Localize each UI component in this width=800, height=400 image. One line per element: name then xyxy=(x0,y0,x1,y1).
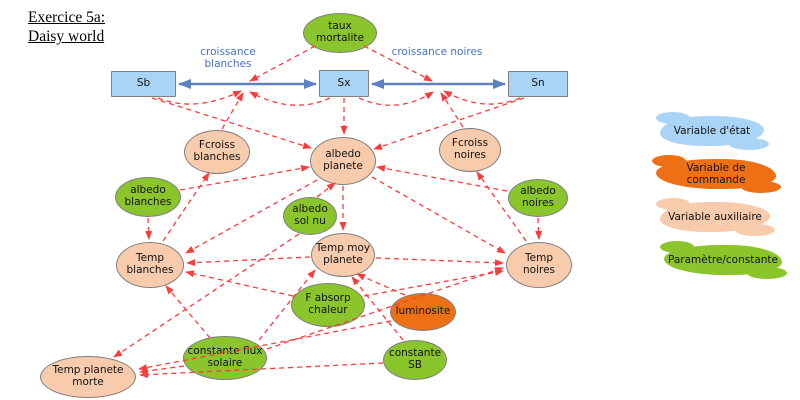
node-sn: Sn xyxy=(508,71,568,97)
node-temp-moy-planete: Temp moy planete xyxy=(311,233,375,277)
node-luminosite: luminosite xyxy=(390,293,456,331)
legend-label: Paramètre/constante xyxy=(667,254,779,266)
edge-albedo-noires-temp-noires xyxy=(535,217,543,240)
node-fcroiss-noires: Fcroiss noires xyxy=(439,128,501,172)
edge-f-absorp-temp-noires xyxy=(363,268,504,297)
legend: Variable d'état Variable de commande Var… xyxy=(652,112,800,288)
edge-constante-flux-temp-planete-morte xyxy=(139,365,185,375)
cloud-bump-icon xyxy=(729,138,769,150)
node-albedo-noires: albedo noires xyxy=(508,179,568,217)
cloud-bump-icon xyxy=(656,198,690,210)
node-label: albedo planete xyxy=(323,148,363,172)
node-label: albedo blanches xyxy=(124,184,172,208)
node-temp-noires: Temp noires xyxy=(506,242,572,288)
edge-albedo-planete-temp-noires xyxy=(371,176,506,254)
node-sx: Sx xyxy=(319,70,369,97)
node-label: constante flux solaire xyxy=(187,345,263,369)
legend-parametre-constante: Paramètre/constante xyxy=(660,241,787,279)
node-label: Sn xyxy=(531,77,545,90)
node-label: albedo noires xyxy=(520,185,556,209)
cloud-bump-icon xyxy=(656,112,690,124)
node-label: Temp blanches xyxy=(126,252,174,276)
edge-luminosite-temp-moy xyxy=(356,273,406,296)
edge-fcroiss-blanches-croissance-blanches xyxy=(221,92,244,130)
node-albedo-planete: albedo planete xyxy=(310,137,376,185)
page-title: Exercice 5a: Daisy world xyxy=(28,8,105,47)
node-label: constante SB xyxy=(388,347,442,371)
legend-variable-auxiliaire: Variable auxiliaire xyxy=(656,198,775,236)
edge-sx-croissance-noires xyxy=(358,91,434,106)
edge-fcroiss-noires-croissance-noires xyxy=(440,92,464,128)
node-label: albedo sol nu xyxy=(292,203,328,227)
node-taux-mortalite: taux mortalite xyxy=(303,13,377,53)
node-label: taux mortalite xyxy=(316,20,364,44)
legend-label: Variable auxiliaire xyxy=(668,211,762,223)
title-line-2: Daisy world xyxy=(28,28,105,46)
node-label: luminosite xyxy=(395,305,451,318)
node-label: Fcroiss noires xyxy=(451,137,489,161)
node-label: Sx xyxy=(337,76,351,89)
node-temp-planete-morte: Temp planete morte xyxy=(40,356,136,398)
cloud-bump-icon xyxy=(747,267,787,279)
node-f-absorp-chaleur: F absorp chaleur xyxy=(291,283,365,327)
edge-albedo-noires-albedo-planete xyxy=(376,165,508,192)
cloud-bump-icon xyxy=(660,241,694,253)
edge-f-absorp-temp-blanches xyxy=(185,270,294,297)
node-temp-blanches: Temp blanches xyxy=(116,242,184,288)
node-albedo-blanches: albedo blanches xyxy=(115,177,181,217)
edge-constante-flux-temp-blanches xyxy=(165,285,211,339)
legend-label: Variable d'état xyxy=(673,125,751,137)
edge-albedo-sol-nu-albedo-planete xyxy=(316,182,336,198)
node-label: Fcroiss blanches xyxy=(193,139,241,163)
edge-albedo-blanches-temp-blanches xyxy=(145,217,153,240)
node-label: Temp planete morte xyxy=(52,364,124,388)
node-label: F absorp chaleur xyxy=(305,292,351,316)
node-label: Temp moy planete xyxy=(315,242,371,266)
legend-label: Variable de commande xyxy=(686,162,746,186)
node-label: Temp noires xyxy=(522,252,555,276)
node-label: Sb xyxy=(136,77,151,90)
edge-temp-moy-temp-blanches xyxy=(186,256,311,267)
cloud-bump-icon xyxy=(735,224,775,236)
node-constante-sb: constante SB xyxy=(383,340,447,380)
title-line-1: Exercice 5a: xyxy=(28,9,106,26)
legend-variable-etat: Variable d'état xyxy=(656,112,769,150)
flow-label-croissance-blanches: croissance blanches xyxy=(200,46,256,71)
node-sb: Sb xyxy=(111,71,176,97)
flow-label-croissance-noires: croissance noires xyxy=(391,46,483,58)
node-fcroiss-blanches: Fcroiss blanches xyxy=(184,130,250,174)
edge-temp-moy-temp-noires xyxy=(375,257,504,267)
node-constante-flux-solaire: constante flux solaire xyxy=(183,336,267,380)
node-albedo-sol-nu: albedo sol nu xyxy=(283,197,337,235)
cloud-bump-icon xyxy=(741,181,781,193)
cloud-bump-icon xyxy=(652,155,686,167)
legend-variable-commande: Variable de commande xyxy=(652,155,781,193)
edge-sx-croissance-blanches xyxy=(249,91,331,106)
